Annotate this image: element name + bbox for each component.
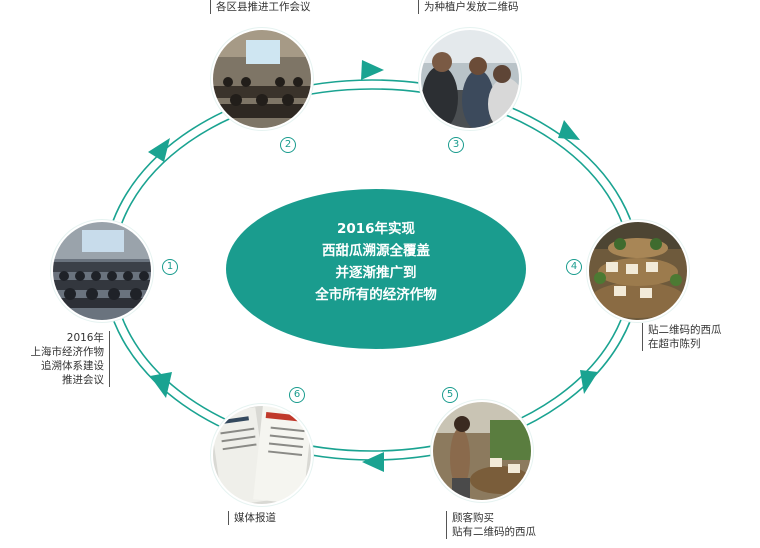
step-number-6: 6 (289, 387, 305, 403)
newspaper-photo (210, 403, 314, 507)
center-ellipse (226, 189, 526, 349)
step-caption-5: 顾客购买 贴有二维码的西瓜 (446, 511, 536, 539)
center-line-4: 全市所有的经济作物 (315, 287, 437, 303)
arrow-head-3-4 (558, 120, 580, 140)
step-number-3: 3 (448, 137, 464, 153)
arrow-head-1-2 (148, 138, 170, 162)
district-meeting-photo (210, 27, 314, 131)
arrow-head-4-5 (580, 370, 598, 394)
step-number-2: 2 (280, 137, 296, 153)
arrow-head-5-6 (362, 452, 384, 472)
arrow-head-2-3 (361, 60, 384, 80)
supermarket-display-photo (586, 219, 690, 323)
step-caption-6: 媒体报道 (228, 511, 276, 525)
step-caption-3: 为种植户发放二维码 (418, 0, 519, 14)
step-number-4: 4 (566, 259, 582, 275)
step-caption-4: 贴二维码的西瓜 在超市陈列 (642, 323, 722, 351)
step-number-1: 1 (162, 259, 178, 275)
step-number-5: 5 (442, 387, 458, 403)
center-message: 2016年实现 西甜瓜溯源全覆盖 并逐渐推广到 全市所有的经济作物 (266, 218, 486, 306)
meeting-hall-photo (50, 219, 154, 323)
farmers-qrcode-photo (418, 27, 522, 131)
center-line-1: 2016年实现 (336, 221, 416, 237)
center-line-2: 西甜瓜溯源全覆盖 (322, 243, 430, 259)
step-caption-1: 2016年 上海市经济作物 追溯体系建设 推进会议 (20, 331, 110, 387)
arrow-head-6-1 (150, 372, 172, 398)
step-caption-2: 各区县推进工作会议 (210, 0, 311, 14)
center-line-3: 并逐渐推广到 (335, 265, 417, 281)
customer-buying-photo (430, 399, 534, 503)
